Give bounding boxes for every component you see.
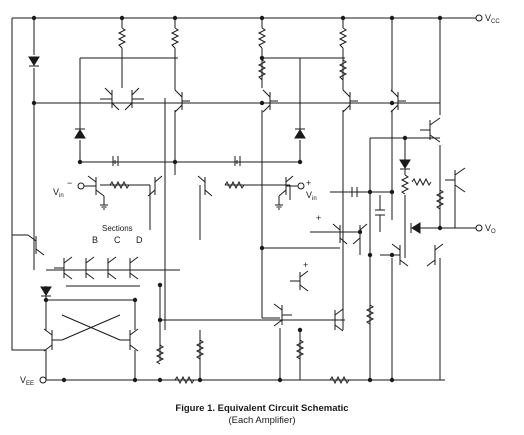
ground-symbols	[100, 196, 283, 210]
resistor-r7	[109, 180, 130, 190]
resistor-r14	[365, 304, 375, 325]
diode-d2	[74, 128, 86, 139]
caption-title: Figure 1. Equivalent Circuit Schematic	[175, 403, 349, 414]
resistor-r12	[195, 339, 205, 360]
resistor-r15	[174, 375, 195, 385]
capacitor-c4	[375, 209, 385, 216]
resistor-r4	[338, 27, 348, 49]
capacitor-c1	[112, 156, 119, 166]
transistor-q18	[273, 303, 292, 327]
plus-mark: +	[316, 213, 322, 223]
diode-d4	[399, 159, 411, 170]
vin-minus-sign: −	[67, 178, 73, 188]
transistor-q5	[342, 89, 358, 113]
transistor-q22	[85, 256, 95, 280]
capacitor-c2	[234, 156, 241, 166]
cross-coupling	[61, 314, 121, 341]
resistor-r9	[400, 174, 410, 195]
plus-mark: +	[303, 260, 309, 270]
transistor-q19	[334, 308, 344, 332]
transistor-q24	[129, 256, 139, 280]
resistor-r17	[435, 189, 445, 210]
transistor-q25	[43, 328, 62, 352]
transistors	[27, 87, 466, 352]
transistor-q3	[174, 89, 190, 113]
figure-caption: Figure 1. Equivalent Circuit Schematic (…	[0, 403, 524, 427]
transistor-q10	[197, 175, 213, 197]
transistor-q20	[27, 234, 45, 256]
diode-d6	[40, 286, 52, 297]
diode-d1	[28, 56, 40, 67]
section-d-label: D	[136, 235, 143, 245]
vo-label: VO	[485, 223, 496, 235]
resistor-r3	[257, 27, 267, 49]
vee-terminal	[39, 376, 47, 384]
transistor-q15	[380, 243, 409, 267]
resistor-r5	[257, 59, 267, 81]
junctions	[31, 15, 443, 383]
transistor-q12	[445, 167, 466, 193]
resistor-r1	[117, 27, 127, 49]
vee-label: VEE	[20, 375, 35, 387]
circuit-schematic	[11, 14, 483, 385]
transistor-q9	[147, 175, 163, 197]
vin-plus-terminal	[297, 182, 305, 190]
transistor-q21	[54, 256, 73, 280]
transistor-q4	[262, 89, 278, 113]
resistors	[109, 27, 445, 385]
transistor-q2	[124, 87, 144, 111]
capacitor-c3	[351, 187, 358, 197]
vcc-terminal	[475, 14, 483, 22]
transistor-q11	[278, 175, 298, 197]
section-b-label: B	[92, 235, 99, 245]
ground-icon	[275, 196, 283, 210]
vcc-label: VCC	[485, 13, 500, 25]
transistor-q7	[420, 117, 441, 143]
sections-label: Sections	[102, 224, 133, 233]
wires	[11, 17, 476, 381]
transistor-q1	[100, 87, 120, 111]
terminals	[39, 14, 483, 384]
transistor-q17	[290, 270, 309, 292]
vin-plus-label: Vin	[306, 190, 317, 202]
resistor-r6	[338, 59, 348, 81]
transistor-q6	[390, 89, 406, 113]
vo-terminal	[475, 224, 483, 232]
resistor-r13	[295, 339, 305, 360]
vin-plus-sign: +	[306, 178, 312, 188]
vin-minus-terminal	[77, 182, 85, 190]
transistor-q8	[84, 175, 105, 197]
transistor-q23	[107, 256, 117, 280]
section-c-label: C	[114, 235, 121, 245]
resistor-r8	[224, 180, 245, 190]
transistor-q26	[120, 328, 139, 352]
vin-minus-label: Vin	[53, 187, 64, 199]
resistor-r11	[155, 344, 165, 365]
caption-subtitle: (Each Amplifier)	[228, 415, 296, 426]
diode-d3	[294, 128, 306, 139]
diodes	[28, 56, 421, 297]
diode-d5	[410, 222, 421, 234]
transistor-q13	[332, 223, 348, 245]
resistor-r10	[411, 177, 432, 187]
ground-icon	[100, 196, 108, 210]
resistor-r2	[170, 27, 180, 49]
capacitors	[112, 156, 385, 232]
resistor-r16	[329, 375, 350, 385]
transistor-q16	[426, 243, 444, 267]
